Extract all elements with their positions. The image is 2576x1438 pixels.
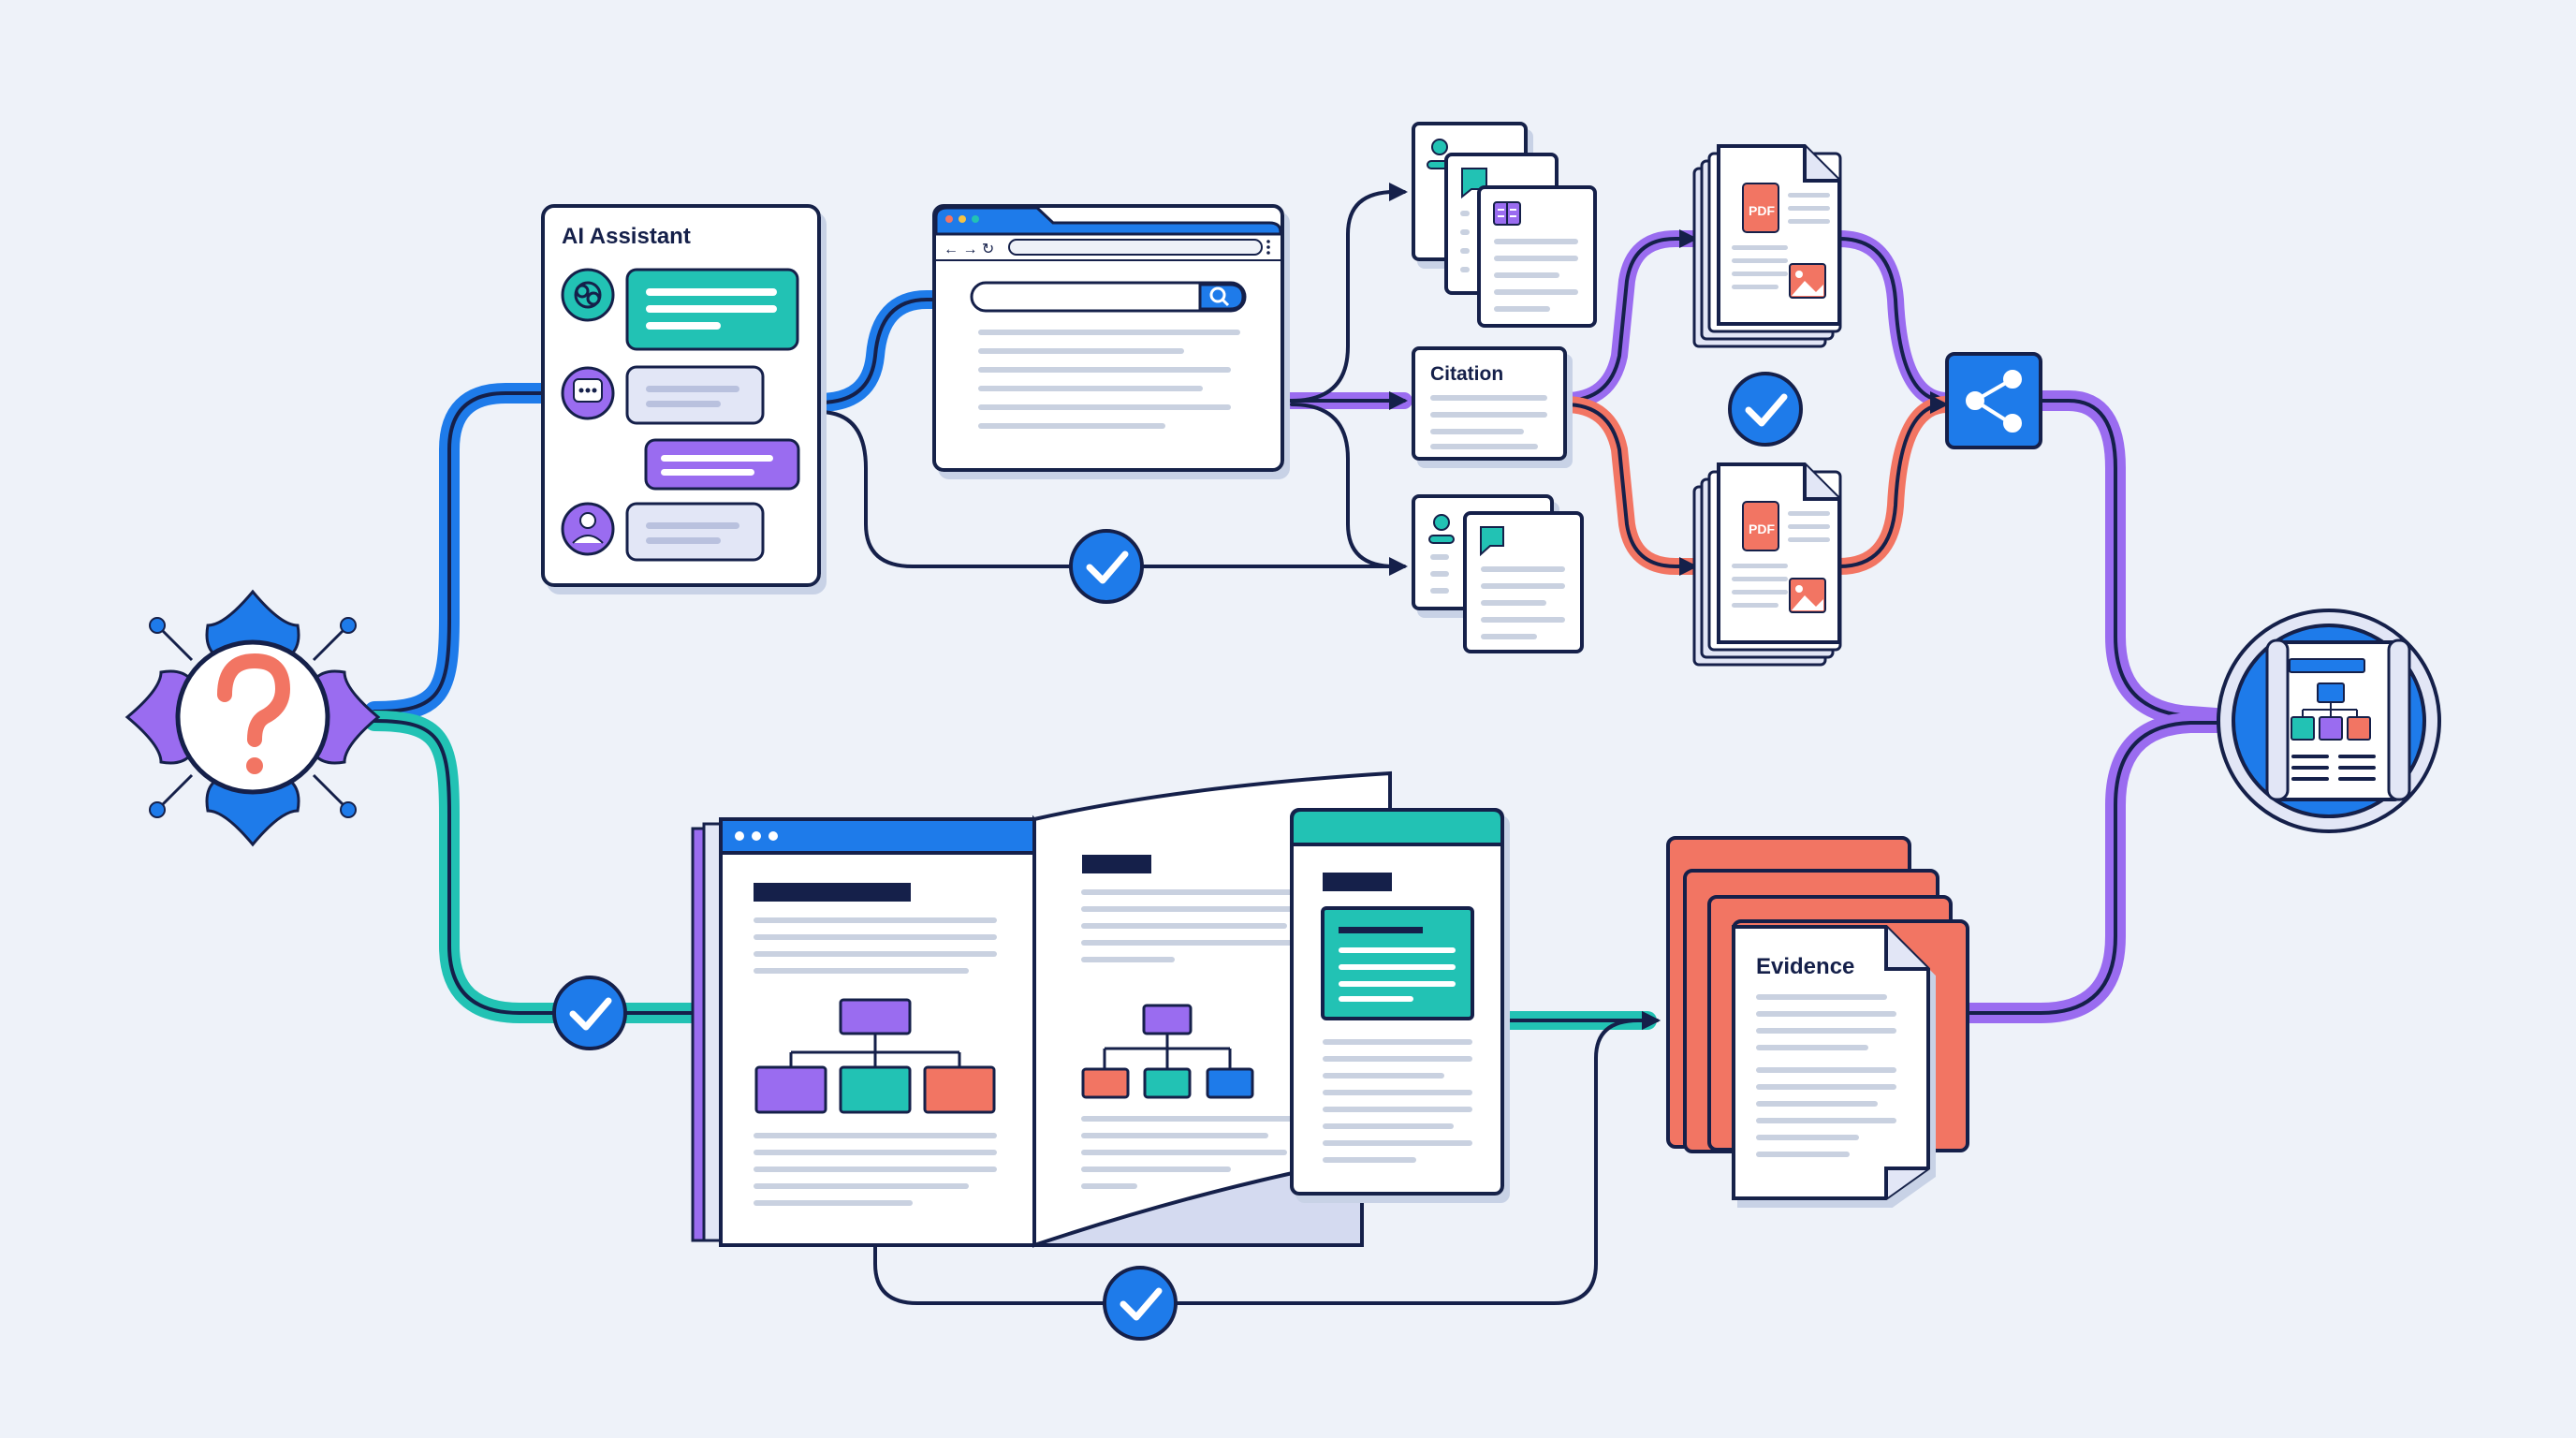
question-node xyxy=(124,589,381,847)
share-node xyxy=(1945,352,2042,449)
hierarchy-diagram-left xyxy=(754,998,996,1114)
pdf-stack-top: PDF xyxy=(1692,144,1842,348)
pdf-badge-label: PDF xyxy=(1749,521,1775,536)
connector-paths xyxy=(364,229,2238,1030)
check-badge-2 xyxy=(1728,372,1803,447)
check-icon xyxy=(1086,550,1129,584)
citation-title: Citation xyxy=(1430,363,1503,385)
reply-message-bubble xyxy=(625,502,765,562)
citation-card: Citation xyxy=(1412,346,1567,461)
check-badge-1 xyxy=(1069,529,1144,604)
share-nodes-icon xyxy=(1966,370,2022,433)
user-message-bubble xyxy=(644,438,800,491)
browser-window: ← → ↻ xyxy=(932,204,1284,472)
ai-assistant-panel: AI Assistant xyxy=(541,204,821,587)
thin-connectors xyxy=(817,183,1661,1305)
open-book-document xyxy=(691,770,1392,1248)
back-forward-reload-glyphs: ← → ↻ xyxy=(944,242,994,257)
check-icon xyxy=(1120,1287,1163,1321)
evidence-stack: Evidence xyxy=(1666,836,1969,1200)
evidence-title: Evidence xyxy=(1756,954,1854,979)
check-icon xyxy=(1745,393,1788,427)
pdf-file-icon xyxy=(1742,501,1779,551)
bottom-document-stack xyxy=(1412,494,1584,653)
pdf-stack-bottom: PDF xyxy=(1692,462,1842,667)
pdf-file-icon xyxy=(1742,183,1779,233)
output-node xyxy=(2217,609,2441,833)
openai-knot-glyph xyxy=(574,281,602,309)
check-badge-4 xyxy=(1103,1266,1178,1341)
search-button[interactable] xyxy=(1198,283,1245,311)
address-bar[interactable] xyxy=(1008,239,1263,256)
search-results-lines xyxy=(978,330,1240,429)
search-icon xyxy=(1209,286,1230,307)
search-input[interactable] xyxy=(970,281,1247,313)
ai-assistant-title: AI Assistant xyxy=(562,224,691,249)
bot-message-bubble xyxy=(625,365,765,425)
highlighted-excerpt xyxy=(1321,906,1474,1020)
top-document-stack xyxy=(1412,122,1597,328)
check-badge-3 xyxy=(552,976,627,1050)
check-icon xyxy=(569,997,612,1031)
question-mark-icon xyxy=(217,653,291,774)
hierarchy-report-icon xyxy=(2289,658,2371,741)
hierarchy-diagram-right xyxy=(1081,1004,1254,1099)
pdf-badge-label: PDF xyxy=(1749,203,1775,218)
book-icon xyxy=(1493,201,1521,226)
floating-document-card xyxy=(1290,808,1504,1196)
